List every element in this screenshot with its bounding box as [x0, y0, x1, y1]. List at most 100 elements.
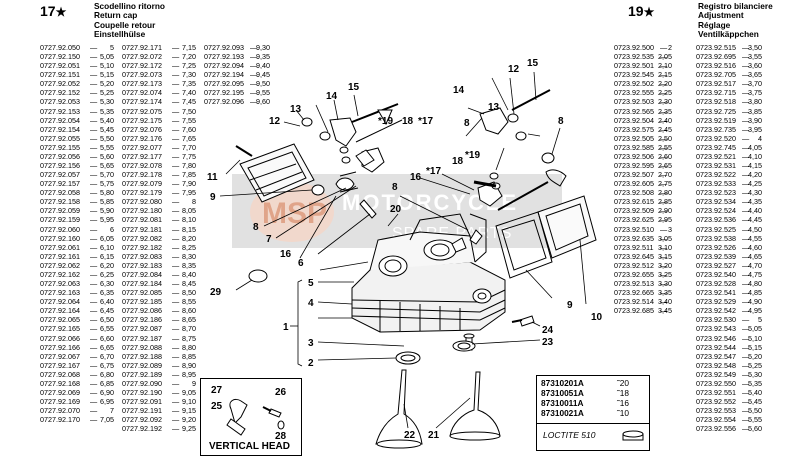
part-number: 0723.92.547 — [696, 351, 736, 361]
part-row: 0727.92.080—8 — [122, 197, 198, 206]
size-value: 4,70 — [748, 260, 762, 270]
part-row: 0727.92.059—5,90 — [40, 206, 116, 215]
part-row: 0727.92.163—6,35 — [40, 288, 116, 297]
row-dash: — — [660, 97, 668, 107]
size-value: 3,25 — [658, 269, 672, 279]
size-value: 6,20 — [100, 260, 114, 270]
size-value: 5,25 — [100, 88, 114, 98]
part-number: 0723.92.509 — [614, 206, 654, 216]
part-number: 0723.92.705 — [696, 70, 736, 80]
watermark: MSP MOTORCYCLE SPARE PARTS — [232, 174, 562, 248]
part-row: 0723.92.509—2,90 — [614, 206, 692, 215]
left-title-it: Scodellino ritorno — [94, 1, 165, 11]
row-dash: — — [172, 124, 180, 134]
row-dash: — — [660, 206, 668, 216]
size-value: 9,05 — [182, 387, 196, 397]
part-number: 0727.92.072 — [122, 52, 162, 62]
part-number: 0727.92.070 — [40, 406, 80, 416]
size-value: 2,95 — [658, 215, 672, 225]
valve-covers — [239, 143, 597, 279]
callout-19: *19 — [465, 150, 480, 161]
part-row: 0723.92.514—3,40 — [614, 297, 692, 306]
row-dash: — — [660, 79, 668, 89]
size-value: 6,60 — [100, 333, 114, 343]
callout-8: 8 — [558, 116, 564, 127]
part-row: 0727.92.172—7,25 — [122, 61, 198, 70]
part-number: 0727.92.077 — [122, 142, 162, 152]
row-dash: — — [90, 279, 98, 289]
kit-size: ˜16 — [617, 398, 629, 408]
part-row: 0727.92.086—8,60 — [122, 306, 198, 315]
part-row: 0727.92.088—8,80 — [122, 343, 198, 352]
part-row: 0723.92.685—3,45 — [614, 306, 692, 315]
part-number: 0723.92.585 — [614, 142, 654, 152]
part-row: 0727.92.193—9,35 — [204, 52, 272, 61]
part-row: 0727.92.090—9 — [122, 379, 198, 388]
size-value: 7,55 — [182, 115, 196, 125]
row-dash: — — [742, 324, 750, 334]
row-dash: — — [660, 115, 668, 125]
washer-part — [277, 420, 285, 430]
part-number: 0727.92.166 — [40, 342, 80, 352]
part-row: 0727.92.160—6,05 — [40, 234, 116, 243]
row-dash: — — [90, 43, 98, 52]
part-number: 0727.92.187 — [122, 333, 162, 343]
size-value: 5,65 — [100, 161, 114, 171]
size-value: 7,60 — [182, 124, 196, 134]
row-dash: — — [742, 306, 750, 316]
size-value: 5,40 — [100, 115, 114, 125]
size-value: 3,60 — [748, 61, 762, 71]
part-row: 0727.92.167—6,75 — [40, 361, 116, 370]
part-row: 0723.92.625—2,95 — [614, 215, 692, 224]
part-number: 0727.92.158 — [40, 197, 80, 207]
part-number: 0727.92.151 — [40, 70, 80, 80]
part-number: 0723.92.515 — [696, 43, 736, 52]
part-row: 0723.92.529—4,90 — [696, 297, 764, 306]
size-value: 6,25 — [100, 269, 114, 279]
row-dash: — — [172, 224, 180, 234]
row-dash: — — [660, 188, 668, 198]
row-dash: — — [742, 52, 750, 62]
callout-7: 7 — [266, 234, 272, 245]
size-value: 5,35 — [748, 378, 762, 388]
row-dash: — — [742, 333, 750, 343]
row-dash: — — [90, 124, 98, 134]
part-row: 0723.92.533—4,25 — [696, 179, 764, 188]
part-number: 0727.92.156 — [40, 161, 80, 171]
part-row: 0727.92.156—5,65 — [40, 161, 116, 170]
part-number: 0727.92.059 — [40, 206, 80, 216]
size-value: 7,85 — [182, 170, 196, 180]
part-number: 0727.92.061 — [40, 242, 80, 252]
part-row: 0727.92.084—8,40 — [122, 270, 198, 279]
row-dash: — — [742, 115, 750, 125]
row-dash: — — [90, 133, 98, 143]
part-number: 0727.92.093 — [204, 43, 244, 52]
part-number: 0723.92.540 — [696, 269, 736, 279]
kit-size: ˜18 — [617, 388, 629, 398]
size-value: 7,70 — [182, 142, 196, 152]
size-value: 2,45 — [658, 124, 672, 134]
kit-size: ˜20 — [617, 378, 629, 388]
part-row: 0727.92.087—8,70 — [122, 324, 198, 333]
size-value: 7,75 — [182, 151, 196, 161]
size-value: 8,05 — [182, 206, 196, 216]
row-dash: — — [742, 79, 750, 89]
part-number: 0723.92.501 — [614, 61, 654, 71]
right-section-titles: Registro bilanciere Adjustment Réglage V… — [698, 1, 773, 40]
part-number: 0723.92.539 — [696, 251, 736, 261]
part-number: 0723.92.500 — [614, 43, 654, 52]
part-row: 0727.92.173—7,35 — [122, 79, 198, 88]
row-dash: — — [250, 70, 258, 80]
row-dash: — — [742, 70, 750, 80]
part-number: 0727.92.182 — [122, 242, 162, 252]
size-value: 2,85 — [658, 197, 672, 207]
size-value: 4,05 — [748, 142, 762, 152]
part-row: 0723.92.545—2,15 — [614, 70, 692, 79]
size-value: 2,55 — [658, 142, 672, 152]
part-number: 0727.92.079 — [122, 179, 162, 189]
right-section-number-value: 19 — [628, 3, 644, 19]
size-value: 6,10 — [100, 242, 114, 252]
part-number: 0723.92.508 — [614, 188, 654, 198]
row-dash: — — [660, 260, 668, 270]
size-value: 5,20 — [748, 351, 762, 361]
